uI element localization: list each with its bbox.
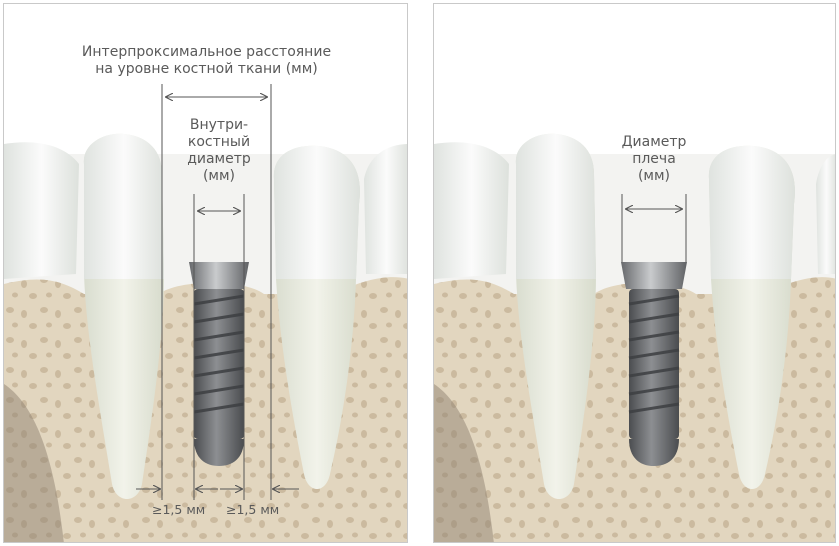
right-illustration-panel: Диаметр плеча (мм) [433, 3, 836, 543]
tooth-left-crown [516, 134, 596, 279]
tooth-right-crown [274, 146, 360, 279]
right-illustration [434, 4, 836, 543]
dental-implant [189, 262, 249, 466]
back-tooth-right [364, 144, 408, 274]
back-tooth-right [816, 154, 836, 274]
back-tooth-left [4, 142, 79, 279]
left-illustration [4, 4, 408, 543]
interproximal-distance-label: Интерпроксимальное расстояние на уровне … [4, 44, 408, 78]
endosseous-diameter-label: Внутри- костный диаметр (мм) [169, 117, 269, 185]
tooth-left-crown [84, 134, 164, 279]
clearance-right-label: ≥1,5 мм [226, 502, 279, 517]
clearance-left-label: ≥1,5 мм [152, 502, 205, 517]
back-tooth-left [434, 142, 509, 279]
left-illustration-panel: Интерпроксимальное расстояние на уровне … [3, 3, 408, 543]
dental-implant [621, 262, 687, 466]
shoulder-diameter-label: Диаметр плеча (мм) [604, 134, 704, 185]
tooth-right-crown [709, 146, 795, 279]
